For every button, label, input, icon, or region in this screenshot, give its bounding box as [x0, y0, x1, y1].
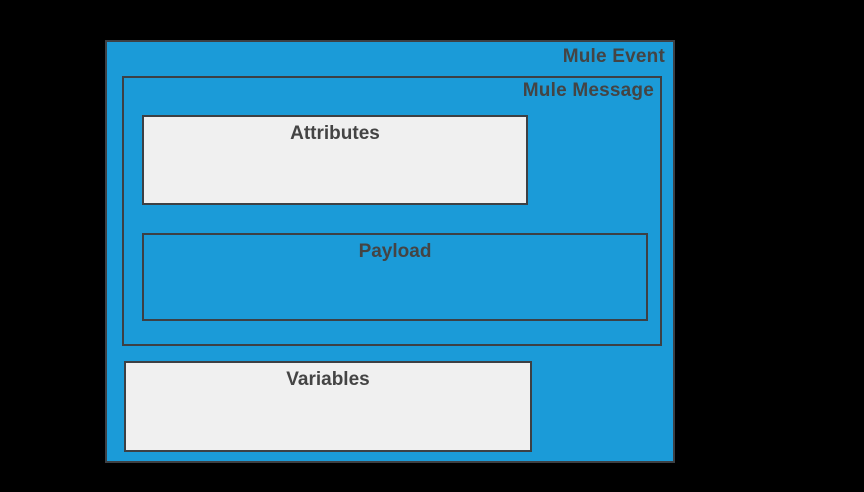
- mule-event-container: Mule Event Mule Message Attributes Paylo…: [105, 40, 675, 463]
- mule-message-container: Mule Message Attributes Payload: [122, 76, 662, 346]
- attributes-label: Attributes: [290, 123, 380, 144]
- payload-box: Payload: [142, 233, 648, 321]
- payload-label: Payload: [358, 241, 432, 262]
- variables-box: Variables: [124, 361, 532, 452]
- variables-label: Variables: [286, 369, 370, 390]
- mule-event-label: Mule Event: [562, 46, 665, 67]
- attributes-box: Attributes: [142, 115, 528, 205]
- mule-message-label: Mule Message: [522, 80, 654, 101]
